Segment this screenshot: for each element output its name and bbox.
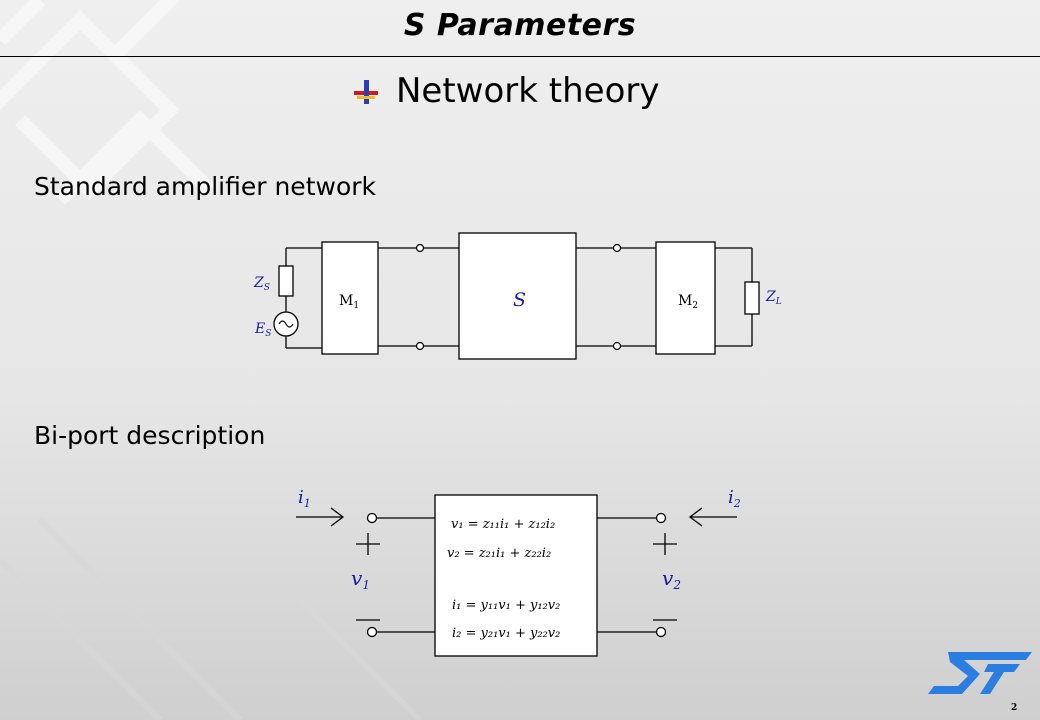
z-equation-1: v₁ = z₁₁i₁ + z₁₂i₂ [451,517,555,532]
s-block-label: S [513,289,526,311]
terminal-node [415,243,425,253]
port1-top-terminal [366,512,378,524]
load-impedance-resistor [744,281,760,315]
zl-label: ZL [765,289,782,307]
biport-box [434,494,598,657]
i1-label: i1 [298,487,311,510]
title-divider [0,56,1040,57]
bullet-icon [354,80,378,104]
v2-label: v2 [662,566,681,592]
es-label: ES [254,321,271,339]
terminal-node [415,341,425,351]
terminal-node [612,243,622,253]
st-logo-t-shape [980,664,1020,694]
y-equation-2: i₂ = y₂₁v₁ + y₂₂v₂ [452,626,560,641]
section-heading-biport: Bi-port description [34,421,266,450]
slide-subtitle: Network theory [396,71,660,111]
slide-title: S Parameters [403,8,637,43]
m1-label: M1 [339,293,359,311]
port1-bottom-terminal [366,626,378,638]
section-heading-amplifier: Standard amplifier network [34,172,376,201]
z-equation-2: v₂ = z₂₁i₁ + z₂₂i₂ [447,546,551,561]
port2-top-terminal [655,512,667,524]
page-number: 2 [1011,703,1018,713]
v1-label: v1 [351,566,370,592]
y-equation-1: i₁ = y₁₁v₁ + y₁₂v₂ [452,598,560,613]
port2-bottom-terminal [655,626,667,638]
i2-label: i2 [728,487,741,510]
terminal-node [612,341,622,351]
zs-label: ZS [253,275,270,293]
source-impedance-resistor [278,265,294,297]
st-logo [928,652,1032,694]
m2-label: M2 [678,293,698,311]
st-logo-s-shape [928,652,1032,694]
